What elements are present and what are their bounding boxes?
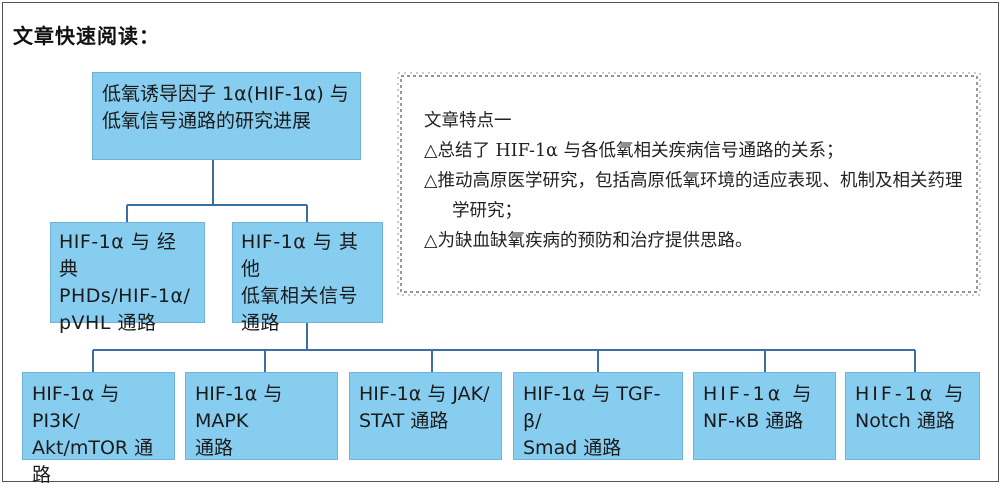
- node-other-pathways: HIF-1α 与 其 他 低氧相关信号 通路: [232, 222, 383, 334]
- node-line: Notch 通路: [855, 410, 955, 432]
- node-line: HIF-1α 与 TGF-β/: [523, 383, 661, 432]
- root-node: 低氧诱导因子 1α(HIF-1α) 与 低氧信号通路的研究进展: [92, 72, 361, 160]
- node-jak-stat: HIF-1α 与 JAK/ STAT 通路: [349, 372, 502, 460]
- node-line: Akt/mTOR 通路: [32, 437, 154, 486]
- node-pi3k-akt-mtor: HIF-1α 与 PI3K/ Akt/mTOR 通路: [22, 372, 175, 486]
- zigzag-border: [397, 72, 981, 296]
- node-line: HIF-1α 与 MAPK: [195, 383, 283, 432]
- root-line-1: 低氧诱导因子 1α(HIF-1α) 与: [102, 83, 349, 105]
- node-line: HIF-1α 与: [855, 383, 967, 405]
- outer-frame: [2, 2, 999, 482]
- page-title: 文章快速阅读：: [13, 24, 160, 48]
- node-line: HIF-1α 与: [703, 383, 815, 405]
- node-line: 通路: [241, 312, 281, 334]
- node-line: pVHL 通路: [59, 312, 157, 334]
- node-line: Smad 通路: [523, 437, 622, 459]
- node-mapk: HIF-1α 与 MAPK 通路: [185, 372, 338, 460]
- feature-heading: 文章特点一: [424, 111, 512, 131]
- node-line: HIF-1α 与 PI3K/: [32, 383, 120, 432]
- node-line: 通路: [195, 437, 234, 459]
- node-nf-kb: HIF-1α 与 NF-κB 通路: [693, 372, 836, 460]
- feature-point: △为缺血缺氧疾病的预防和治疗提供思路。: [424, 231, 753, 251]
- feature-point: △推动高原医学研究，包括高原低氧环境的适应表现、机制及相关药理学研究；: [424, 171, 963, 221]
- node-notch: HIF-1α 与 Notch 通路: [845, 372, 980, 460]
- node-tgf-smad: HIF-1α 与 TGF-β/ Smad 通路: [513, 372, 683, 460]
- node-line: STAT 通路: [359, 410, 449, 432]
- node-line: NF-κB 通路: [703, 410, 804, 432]
- node-line: HIF-1α 与 JAK/: [359, 383, 490, 405]
- node-line: HIF-1α 与 其 他: [241, 231, 359, 280]
- node-line: HIF-1α 与 经 典: [59, 231, 177, 280]
- feature-text: 文章特点一 △总结了 HIF-1α 与各低氧相关疾病信号通路的关系； △推动高原…: [424, 106, 979, 256]
- node-classic-pathway: HIF-1α 与 经 典 PHDs/HIF-1α/ pVHL 通路: [50, 222, 205, 334]
- node-line: 低氧相关信号: [241, 285, 359, 307]
- feature-point: △总结了 HIF-1α 与各低氧相关疾病信号通路的关系；: [424, 141, 844, 161]
- feature-panel: 文章特点一 △总结了 HIF-1α 与各低氧相关疾病信号通路的关系； △推动高原…: [397, 72, 981, 296]
- root-line-2: 低氧信号通路的研究进展: [102, 110, 312, 132]
- node-line: PHDs/HIF-1α/: [59, 285, 191, 307]
